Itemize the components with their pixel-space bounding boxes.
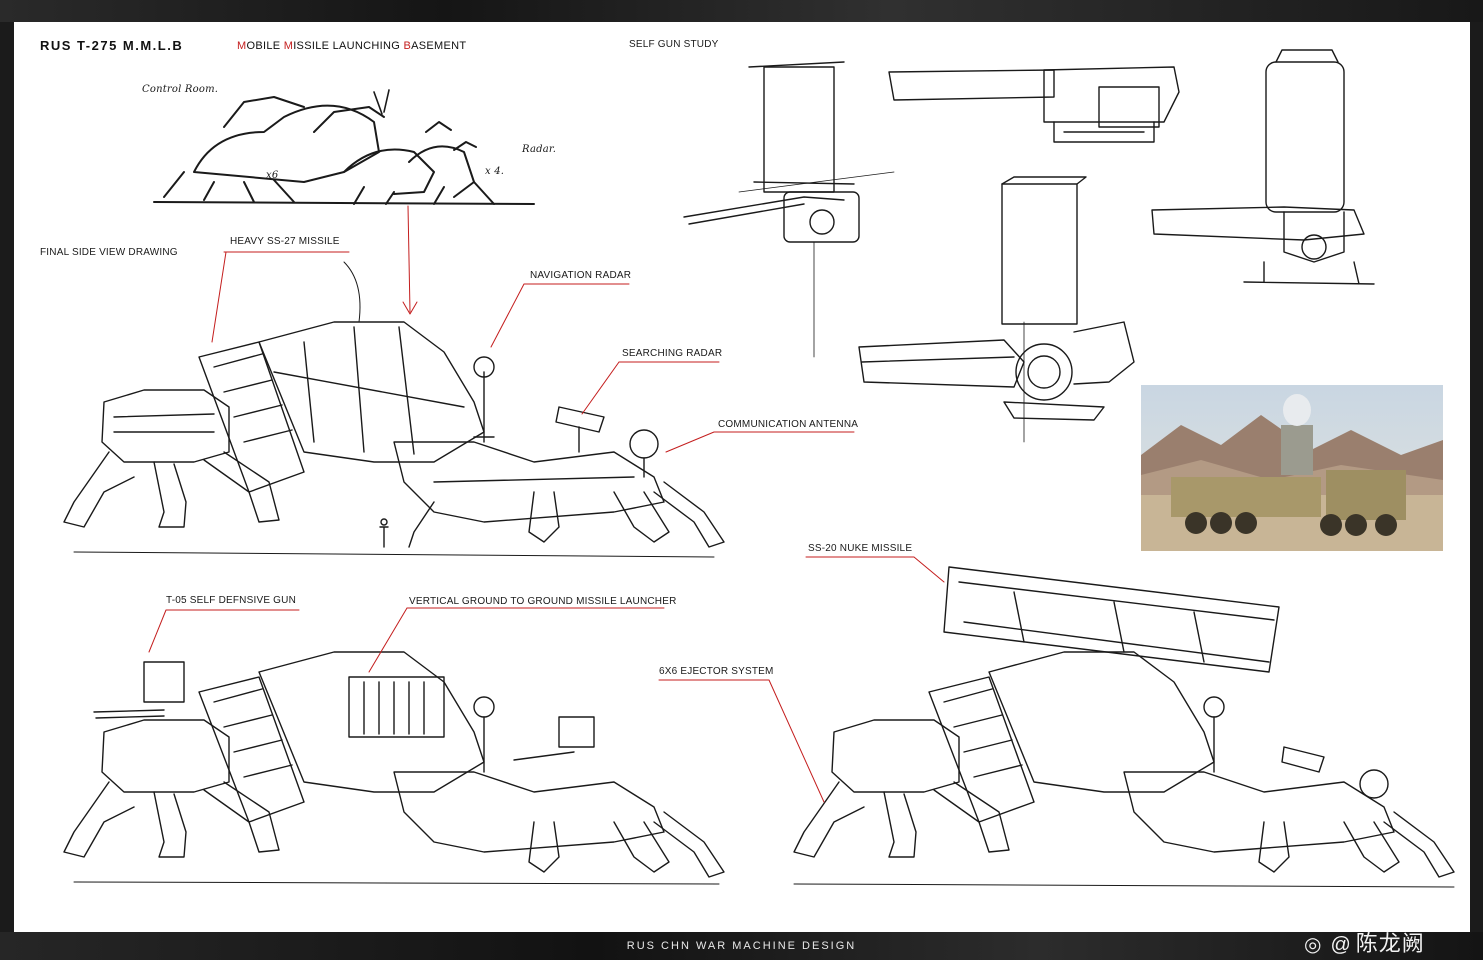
subtitle-part: AUNCHING xyxy=(339,40,404,52)
subtitle-part: M xyxy=(283,40,294,52)
gun-study-4 xyxy=(858,176,1135,443)
note-radar: Radar. xyxy=(522,144,557,155)
reference-photo-art xyxy=(1141,385,1443,551)
label-navigation-radar: NAVIGATION RADAR xyxy=(530,270,632,281)
gun-study-1 xyxy=(683,61,895,358)
subtitle-part: ASEMENT xyxy=(411,40,467,52)
reference-photo xyxy=(1141,385,1443,551)
subtitle-part: ISSILE xyxy=(293,40,333,52)
gun-study-3 xyxy=(1151,49,1375,285)
bottom-border xyxy=(0,932,1483,960)
arrow-down xyxy=(407,205,411,313)
footer-caption: RUS CHN WAR MACHINE DESIGN xyxy=(626,940,857,952)
label-searching-radar: SEARCHING RADAR xyxy=(622,348,723,359)
at-sign-icon: @ xyxy=(1330,934,1352,956)
gun-study-2 xyxy=(888,66,1180,143)
subtitle-part: OBILE xyxy=(246,40,284,52)
note-x6: x6 xyxy=(266,170,279,181)
arrow-head xyxy=(402,301,418,315)
label-heavy-missile: HEAVY SS-27 MISSILE xyxy=(230,236,340,247)
label-final-side-view: FINAL SIDE VIEW DRAWING xyxy=(40,247,178,258)
watermark-handle: 陈龙阙 xyxy=(1355,931,1425,956)
sheet-title: RUS T-275 M.M.L.B xyxy=(40,38,184,53)
label-vertical-launcher: VERTICAL GROUND TO GROUND MISSILE LAUNCH… xyxy=(409,596,677,607)
side-view-variant-gun xyxy=(63,651,725,885)
rough-sketch xyxy=(153,89,535,205)
label-nuke-missile: SS-20 NUKE MISSILE xyxy=(808,543,913,554)
label-communication-antenna: COMMUNICATION ANTENNA xyxy=(718,419,859,430)
top-border xyxy=(0,0,1483,22)
note-control-room: Control Room. xyxy=(142,84,219,95)
side-view-main xyxy=(63,261,725,558)
weibo-icon: ◎ xyxy=(1304,934,1323,956)
subtitle-part: L xyxy=(332,40,340,52)
leader-lines xyxy=(148,251,945,803)
label-ejector-system: 6X6 EJECTOR SYSTEM xyxy=(659,666,774,677)
concept-line-art xyxy=(63,49,1455,888)
subtitle-part: B xyxy=(403,40,412,52)
label-self-defensive-gun: T-05 SELF DEFNSIVE GUN xyxy=(166,595,296,606)
watermark: ◎ @陈龙阙 xyxy=(1300,926,1425,958)
note-x4: x 4. xyxy=(485,166,505,177)
subtitle-part: M xyxy=(237,40,247,52)
sheet-subtitle: MOBILE MISSILE LAUNCHING BASEMENT xyxy=(237,40,466,52)
side-view-variant-nuke xyxy=(793,566,1455,888)
label-self-gun-study: SELF GUN STUDY xyxy=(629,39,719,50)
